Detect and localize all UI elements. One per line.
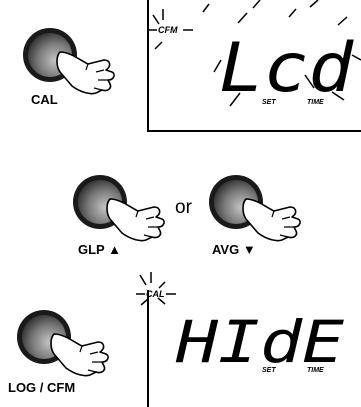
step3-indicator-badge: CAL	[136, 289, 176, 299]
step3-button-label: LOG / CFM	[8, 380, 75, 395]
step1-time-label: TIME	[307, 99, 324, 106]
pressing-hand-icon	[57, 52, 114, 94]
pressing-hand-icon	[51, 334, 108, 376]
step1-set-label: SET	[262, 99, 276, 106]
pressing-hand-icon	[243, 199, 300, 241]
step3-indicator: CAL	[146, 289, 165, 299]
step3-display-text: HIdE	[175, 308, 344, 376]
step1-display-text: Lcd	[219, 29, 354, 108]
glp-button-label: GLP ▲	[78, 242, 121, 257]
pressing-hand-icon	[107, 199, 164, 241]
step3-set-label: SET	[262, 367, 276, 374]
step1-button-label: CAL	[31, 92, 58, 107]
or-connector: or	[175, 197, 193, 218]
step1-indicator-badge: CFM	[148, 25, 193, 35]
step3-time-label: TIME	[307, 367, 324, 374]
avg-button-label: AVG ▼	[212, 242, 256, 257]
step1-indicator: CFM	[158, 25, 178, 35]
